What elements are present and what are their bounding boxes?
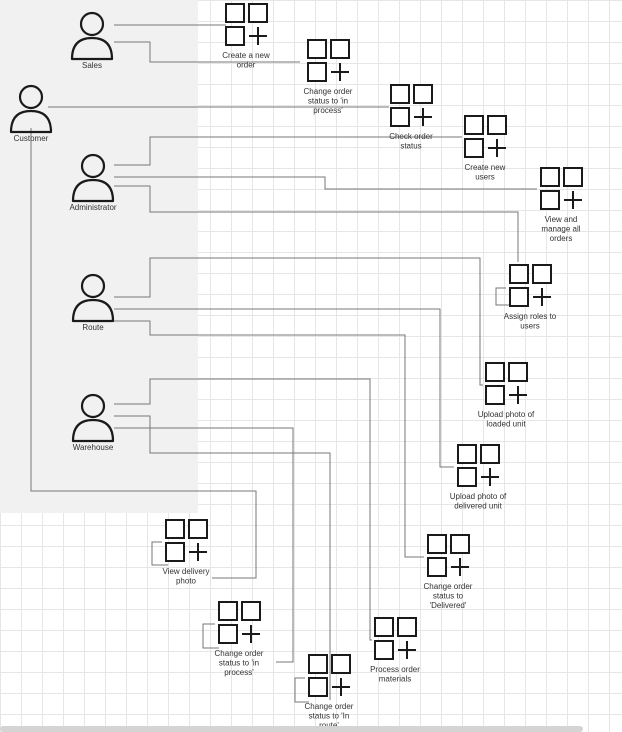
connector-line <box>114 415 294 663</box>
connector-line <box>114 427 331 700</box>
use-case-label-line: users <box>475 173 495 182</box>
use-case-label-line: status to <box>433 592 464 601</box>
use-case-label-line: process' <box>224 668 254 677</box>
actor-label: Route <box>82 323 104 332</box>
actor-body <box>71 418 115 443</box>
actor-head <box>80 153 106 179</box>
actor-label: Customer <box>14 134 49 143</box>
grid-plus-icon <box>307 39 350 82</box>
grid-plus-icon <box>165 519 208 562</box>
use-case-label-line: Change order <box>304 87 353 96</box>
use-case-label-line: Create new <box>465 163 506 172</box>
use-case-label-line: Assign roles to <box>504 312 557 321</box>
actor-head <box>79 11 105 37</box>
use-case-label-line: status to 'in <box>308 97 348 106</box>
connector-line <box>495 287 510 306</box>
use-case-label-line: Create a new <box>222 51 270 60</box>
grid-plus-icon <box>225 3 268 46</box>
use-case-label-line: route' <box>319 721 339 730</box>
grid-plus-icon <box>218 601 261 644</box>
connector-line <box>114 320 424 558</box>
actor-body <box>70 36 114 61</box>
grid-plus-icon <box>540 167 583 210</box>
connector-line <box>114 176 537 190</box>
actor-panel <box>0 0 198 513</box>
grid-plus-icon <box>308 654 351 697</box>
use-case-label-line: materials <box>379 675 411 684</box>
actor-label: Warehouse <box>73 443 114 452</box>
actor-head <box>18 84 44 110</box>
actor-body <box>71 298 115 323</box>
connector-line <box>114 308 454 468</box>
actor-route[interactable]: Route <box>71 273 115 332</box>
grid-plus-icon <box>374 617 417 660</box>
use-case-label-line: users <box>520 322 540 331</box>
use-case-label-line: manage all <box>541 225 580 234</box>
use-case-label-line: View delivery <box>163 567 210 576</box>
use-case-label-line: status <box>400 142 421 151</box>
use-case-label-line: status to 'In <box>309 712 350 721</box>
actor-body <box>71 178 115 203</box>
actor-warehouse[interactable]: Warehouse <box>71 393 115 452</box>
grid-plus-icon <box>485 362 528 405</box>
connector-line <box>30 128 257 579</box>
connectors <box>30 24 537 703</box>
actor-customer[interactable]: Customer <box>9 84 53 143</box>
connector-line <box>114 257 483 386</box>
actor-sales[interactable]: Sales <box>70 11 114 70</box>
connector-line <box>202 623 219 649</box>
grid-plus-icon <box>509 264 552 307</box>
grid-plus-icon <box>427 534 470 577</box>
use-case-label-line: orders <box>550 234 573 243</box>
use-case-label-line: delivered unit <box>454 502 502 511</box>
actor-administrator[interactable]: Administrator <box>69 153 117 212</box>
use-case-label-line: Upload photo of <box>478 410 535 419</box>
connector-line <box>151 541 168 566</box>
grid-plus-icon <box>457 444 500 487</box>
use-case-label-line: Process order <box>370 665 420 674</box>
use-case-label-line: View and <box>545 215 578 224</box>
use-case-label-line: order <box>237 61 256 70</box>
actor-head <box>80 393 106 419</box>
use-case-label-line: 'Delivered' <box>430 601 467 610</box>
connector-line <box>114 41 300 63</box>
actor-label: Administrator <box>69 203 116 212</box>
use-case-label-line: Upload photo of <box>450 492 507 501</box>
grid-plus-icon <box>390 84 433 127</box>
actor-head <box>80 273 106 299</box>
connector-line <box>114 185 519 262</box>
use-case-label-line: Check order <box>389 132 433 141</box>
use-case-label-line: photo <box>176 577 197 586</box>
use-case-label-line: status to 'in <box>219 659 259 668</box>
connector-line <box>114 136 462 166</box>
use-case-label-line: Change order <box>215 649 264 658</box>
horizontal-scrollbar[interactable] <box>0 726 583 732</box>
use-case-label-line: Change order <box>305 702 354 711</box>
use-case-label-line: loaded unit <box>486 420 526 429</box>
actor-label: Sales <box>82 61 102 70</box>
connector-line <box>294 677 309 703</box>
use-case-label-line: Change order <box>424 582 473 591</box>
grid-plus-icon <box>464 115 507 158</box>
connector-line <box>114 378 372 641</box>
nodes: SalesCustomerAdministratorRouteWarehouse… <box>9 3 583 730</box>
actor-body <box>9 109 53 134</box>
use-case-label-line: process' <box>313 106 343 115</box>
